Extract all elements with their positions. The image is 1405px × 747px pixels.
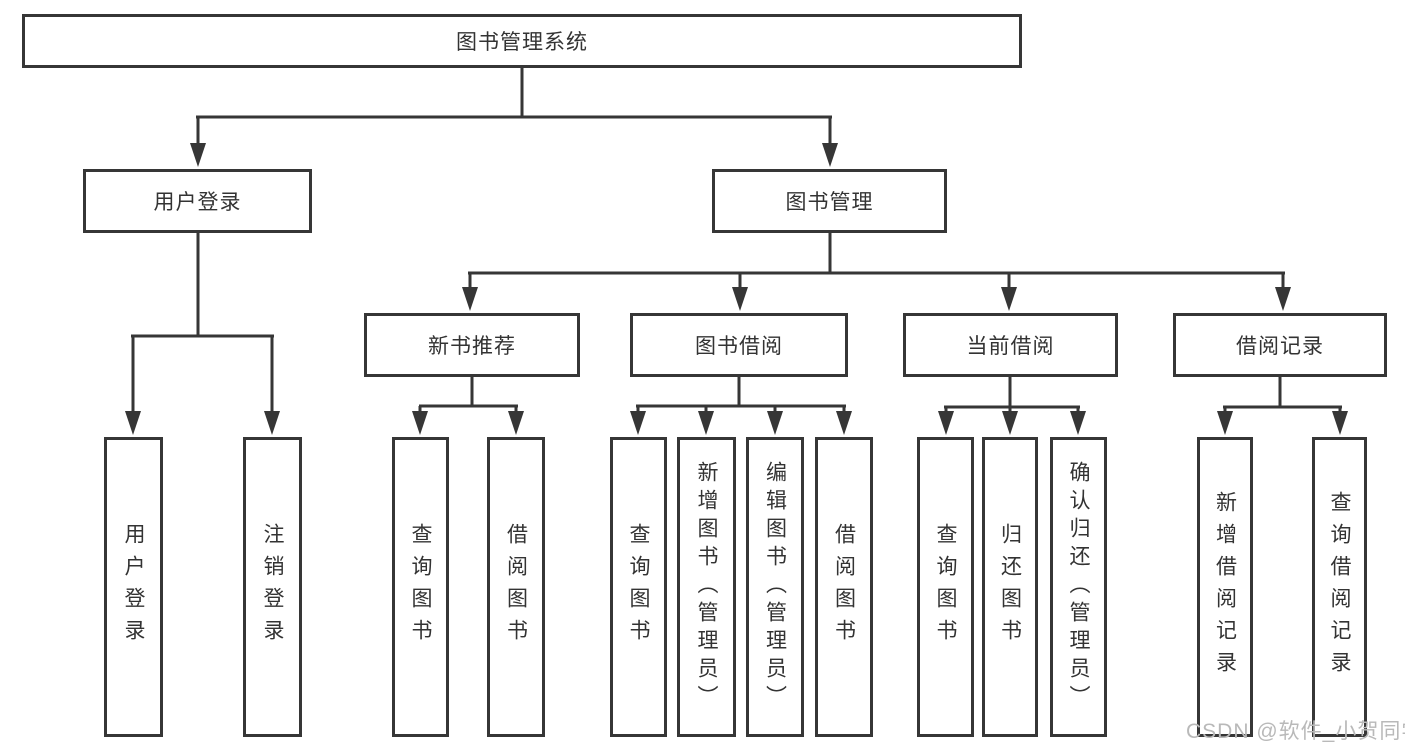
leaf-borrow-books-recommend: 借阅图书 bbox=[487, 437, 545, 737]
leaf-label: 借阅图书 bbox=[832, 523, 856, 651]
leaf-label: 查询图书 bbox=[409, 523, 432, 651]
node-label: 借阅记录 bbox=[1236, 335, 1324, 358]
connector-book-borrow-children bbox=[630, 377, 852, 435]
node-borrowing-records: 借阅记录 bbox=[1173, 313, 1387, 377]
root-node-label: 图书管理系统 bbox=[456, 31, 588, 54]
connector-book-mgmt-to-level3 bbox=[462, 233, 1291, 311]
leaf-user-login: 用户登录 bbox=[104, 437, 163, 737]
node-book-borrowing: 图书借阅 bbox=[630, 313, 848, 377]
leaf-query-books-borrow: 查询图书 bbox=[610, 437, 667, 737]
leaf-label: 新增图书（管理员） bbox=[695, 461, 718, 713]
leaf-label: 新增借阅记录 bbox=[1213, 491, 1237, 683]
leaf-label: 注销登录 bbox=[261, 523, 284, 651]
leaf-borrow-books-borrow: 借阅图书 bbox=[815, 437, 873, 737]
leaf-label: 查询借阅记录 bbox=[1328, 491, 1351, 683]
leaf-query-books-current: 查询图书 bbox=[917, 437, 974, 737]
leaf-label: 用户登录 bbox=[122, 523, 145, 651]
leaf-label: 借阅图书 bbox=[504, 523, 528, 651]
leaf-edit-books-admin: 编辑图书（管理员） bbox=[746, 437, 804, 737]
leaf-add-borrow-record: 新增借阅记录 bbox=[1197, 437, 1253, 737]
leaf-query-borrow-record: 查询借阅记录 bbox=[1312, 437, 1367, 737]
node-label: 图书管理 bbox=[785, 191, 874, 214]
leaf-query-books-recommend: 查询图书 bbox=[392, 437, 449, 737]
connector-borrow-records-children bbox=[1217, 377, 1348, 435]
csdn-watermark: CSDN @软件_小贺同学 bbox=[1186, 720, 1405, 743]
connector-root-to-level2 bbox=[190, 68, 838, 167]
leaf-label: 确认归还（管理员） bbox=[1067, 461, 1090, 713]
node-book-management: 图书管理 bbox=[712, 169, 947, 233]
root-node-library-system: 图书管理系统 bbox=[22, 14, 1022, 68]
node-new-book-recommend: 新书推荐 bbox=[364, 313, 580, 377]
leaf-label: 查询图书 bbox=[627, 523, 650, 651]
node-label: 当前借阅 bbox=[966, 335, 1055, 358]
leaf-label: 编辑图书（管理员） bbox=[763, 461, 787, 713]
leaf-add-books-admin: 新增图书（管理员） bbox=[677, 437, 736, 737]
node-user-login: 用户登录 bbox=[83, 169, 312, 233]
node-current-borrowing: 当前借阅 bbox=[903, 313, 1118, 377]
connector-current-borrow-children bbox=[938, 377, 1086, 435]
connector-new-book-rec-children bbox=[412, 377, 524, 435]
leaf-logout: 注销登录 bbox=[243, 437, 302, 737]
node-label: 新书推荐 bbox=[428, 335, 516, 358]
leaf-return-books: 归还图书 bbox=[982, 437, 1038, 737]
leaf-label: 查询图书 bbox=[934, 523, 957, 651]
leaf-confirm-return-admin: 确认归还（管理员） bbox=[1050, 437, 1107, 737]
node-label: 图书借阅 bbox=[695, 335, 783, 358]
leaf-label: 归还图书 bbox=[998, 523, 1022, 651]
connector-user-login-children bbox=[125, 233, 280, 435]
node-label: 用户登录 bbox=[153, 191, 242, 214]
